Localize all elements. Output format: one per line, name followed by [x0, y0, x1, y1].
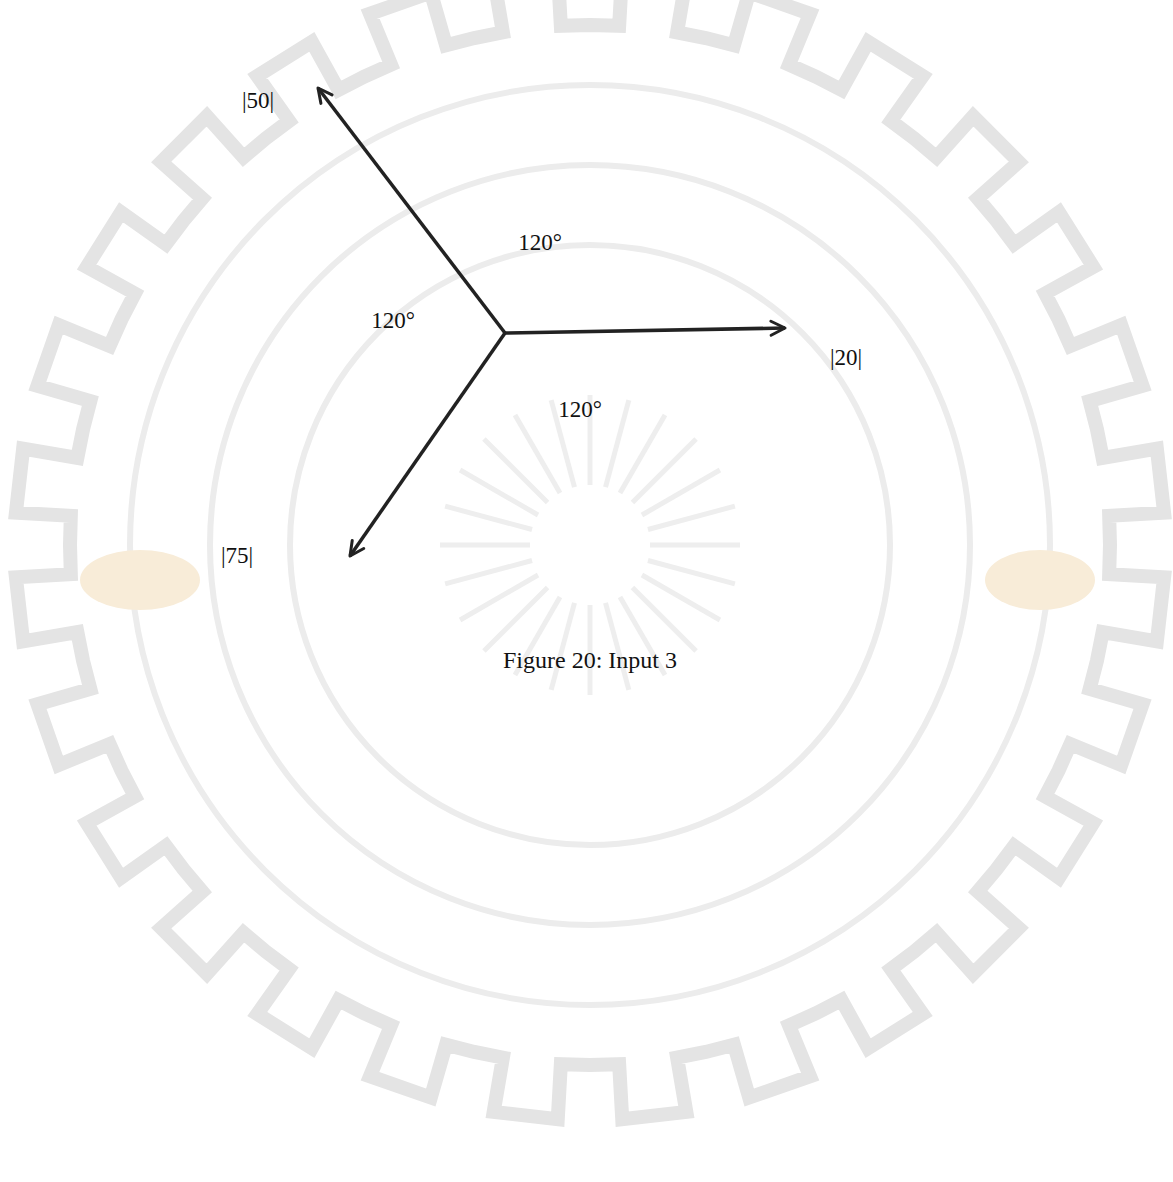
emblem-ray: [632, 439, 696, 503]
phasor-arrow: [350, 333, 505, 556]
emblem-ray: [648, 506, 735, 529]
emblem-ray: [642, 575, 720, 620]
angle-label: 120°: [558, 397, 602, 423]
emblem-ring: [290, 245, 890, 845]
emblem-ray: [515, 415, 560, 493]
magnitude-label: |75|: [221, 543, 253, 569]
emblem-ray: [648, 561, 735, 584]
emblem-ray: [484, 587, 548, 651]
emblem-ray: [484, 439, 548, 503]
emblem-mark: [985, 550, 1095, 610]
emblem-ring: [130, 85, 1050, 1005]
emblem-ray: [445, 506, 532, 529]
figure-caption: Figure 20: Input 3: [503, 647, 677, 674]
emblem-ray: [440, 543, 530, 548]
magnitude-label: |20|: [830, 345, 862, 371]
phasor-arrow: [505, 328, 785, 333]
angle-label: 120°: [518, 230, 562, 256]
gear-outline: [16, 0, 1164, 1119]
emblem-ray: [460, 470, 538, 515]
emblem-ray: [620, 415, 665, 493]
angle-label: 120°: [371, 308, 415, 334]
phasor-arrow: [318, 88, 505, 333]
emblem-ray: [606, 400, 629, 487]
emblem-ray: [642, 470, 720, 515]
emblem-ray: [551, 603, 574, 690]
emblem-ray: [650, 543, 740, 548]
emblem-ray: [460, 575, 538, 620]
emblem-ray: [445, 561, 532, 584]
magnitude-label: |50|: [242, 88, 274, 114]
logo-watermark: [16, 0, 1164, 1119]
emblem-ray: [606, 603, 629, 690]
emblem-ring: [210, 165, 970, 925]
emblem-mark: [80, 550, 200, 610]
emblem-ray: [632, 587, 696, 651]
